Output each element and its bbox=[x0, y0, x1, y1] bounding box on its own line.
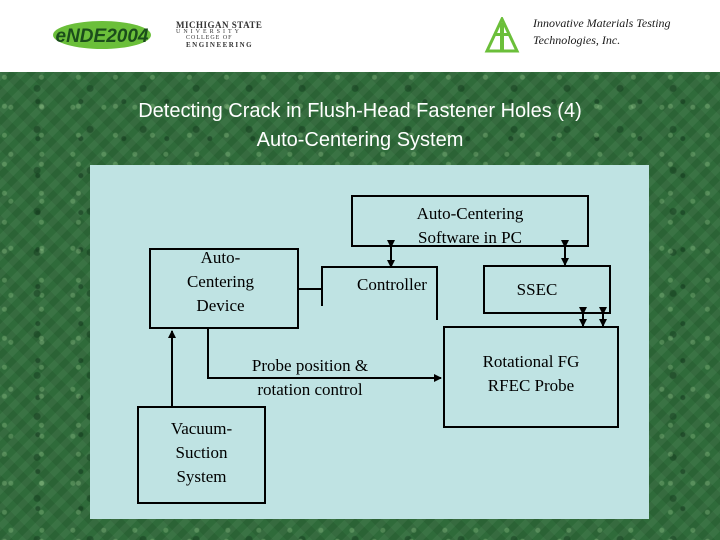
device-box bbox=[149, 248, 299, 329]
ssec-box bbox=[483, 265, 611, 314]
software-box bbox=[351, 195, 589, 247]
ssec-label: SSEC bbox=[516, 280, 558, 299]
probe-box bbox=[443, 326, 619, 428]
diagram-panel bbox=[90, 165, 649, 519]
college-label: COLLEGE OF bbox=[186, 35, 233, 41]
conference-logo-text: eNDE2004 bbox=[56, 26, 149, 47]
software-label-1: Auto-Centering bbox=[416, 204, 524, 223]
probe-control-label-2: rotation control bbox=[257, 380, 363, 399]
device-label-1: Auto- bbox=[200, 248, 241, 267]
company-name: Innovative Materials Testing Technologie… bbox=[533, 16, 671, 47]
university-subtitle: UNIVERSITY bbox=[176, 29, 242, 35]
slide-header: eNDE2004 MICHIGAN STATE UNIVERSITY COLLE… bbox=[0, 0, 720, 72]
slide-subtitle: Auto-Centering System bbox=[256, 129, 464, 151]
device-label-2: Centering bbox=[186, 272, 255, 291]
control-to-probe-arrow bbox=[207, 329, 442, 382]
vacuum-label-1: Vacuum- bbox=[170, 419, 233, 438]
probe-label-2: RFEC Probe bbox=[487, 376, 575, 395]
university-name: MICHIGAN STATE bbox=[176, 20, 263, 30]
vacuum-label-3: System bbox=[176, 467, 227, 486]
conference-logo: eNDE2004 bbox=[53, 21, 151, 49]
device-label-3: Device bbox=[196, 296, 245, 315]
probe-label-1: Rotational FG bbox=[482, 352, 580, 371]
vacuum-box bbox=[137, 406, 266, 504]
controller-label: Controller bbox=[357, 275, 427, 294]
vacuum-label-2: Suction bbox=[175, 443, 228, 462]
controller-frame-line bbox=[321, 266, 438, 320]
probe-control-label-1: Probe position & bbox=[251, 356, 369, 375]
slide-title: Detecting Crack in Flush-Head Fastener H… bbox=[138, 100, 582, 122]
university-logo: MICHIGAN STATE UNIVERSITY COLLEGE OF ENG… bbox=[176, 20, 266, 49]
company-logo-icon bbox=[484, 17, 520, 53]
engineering-label: ENGINEERING bbox=[186, 41, 254, 49]
software-label-2: Software in PC bbox=[418, 228, 522, 247]
